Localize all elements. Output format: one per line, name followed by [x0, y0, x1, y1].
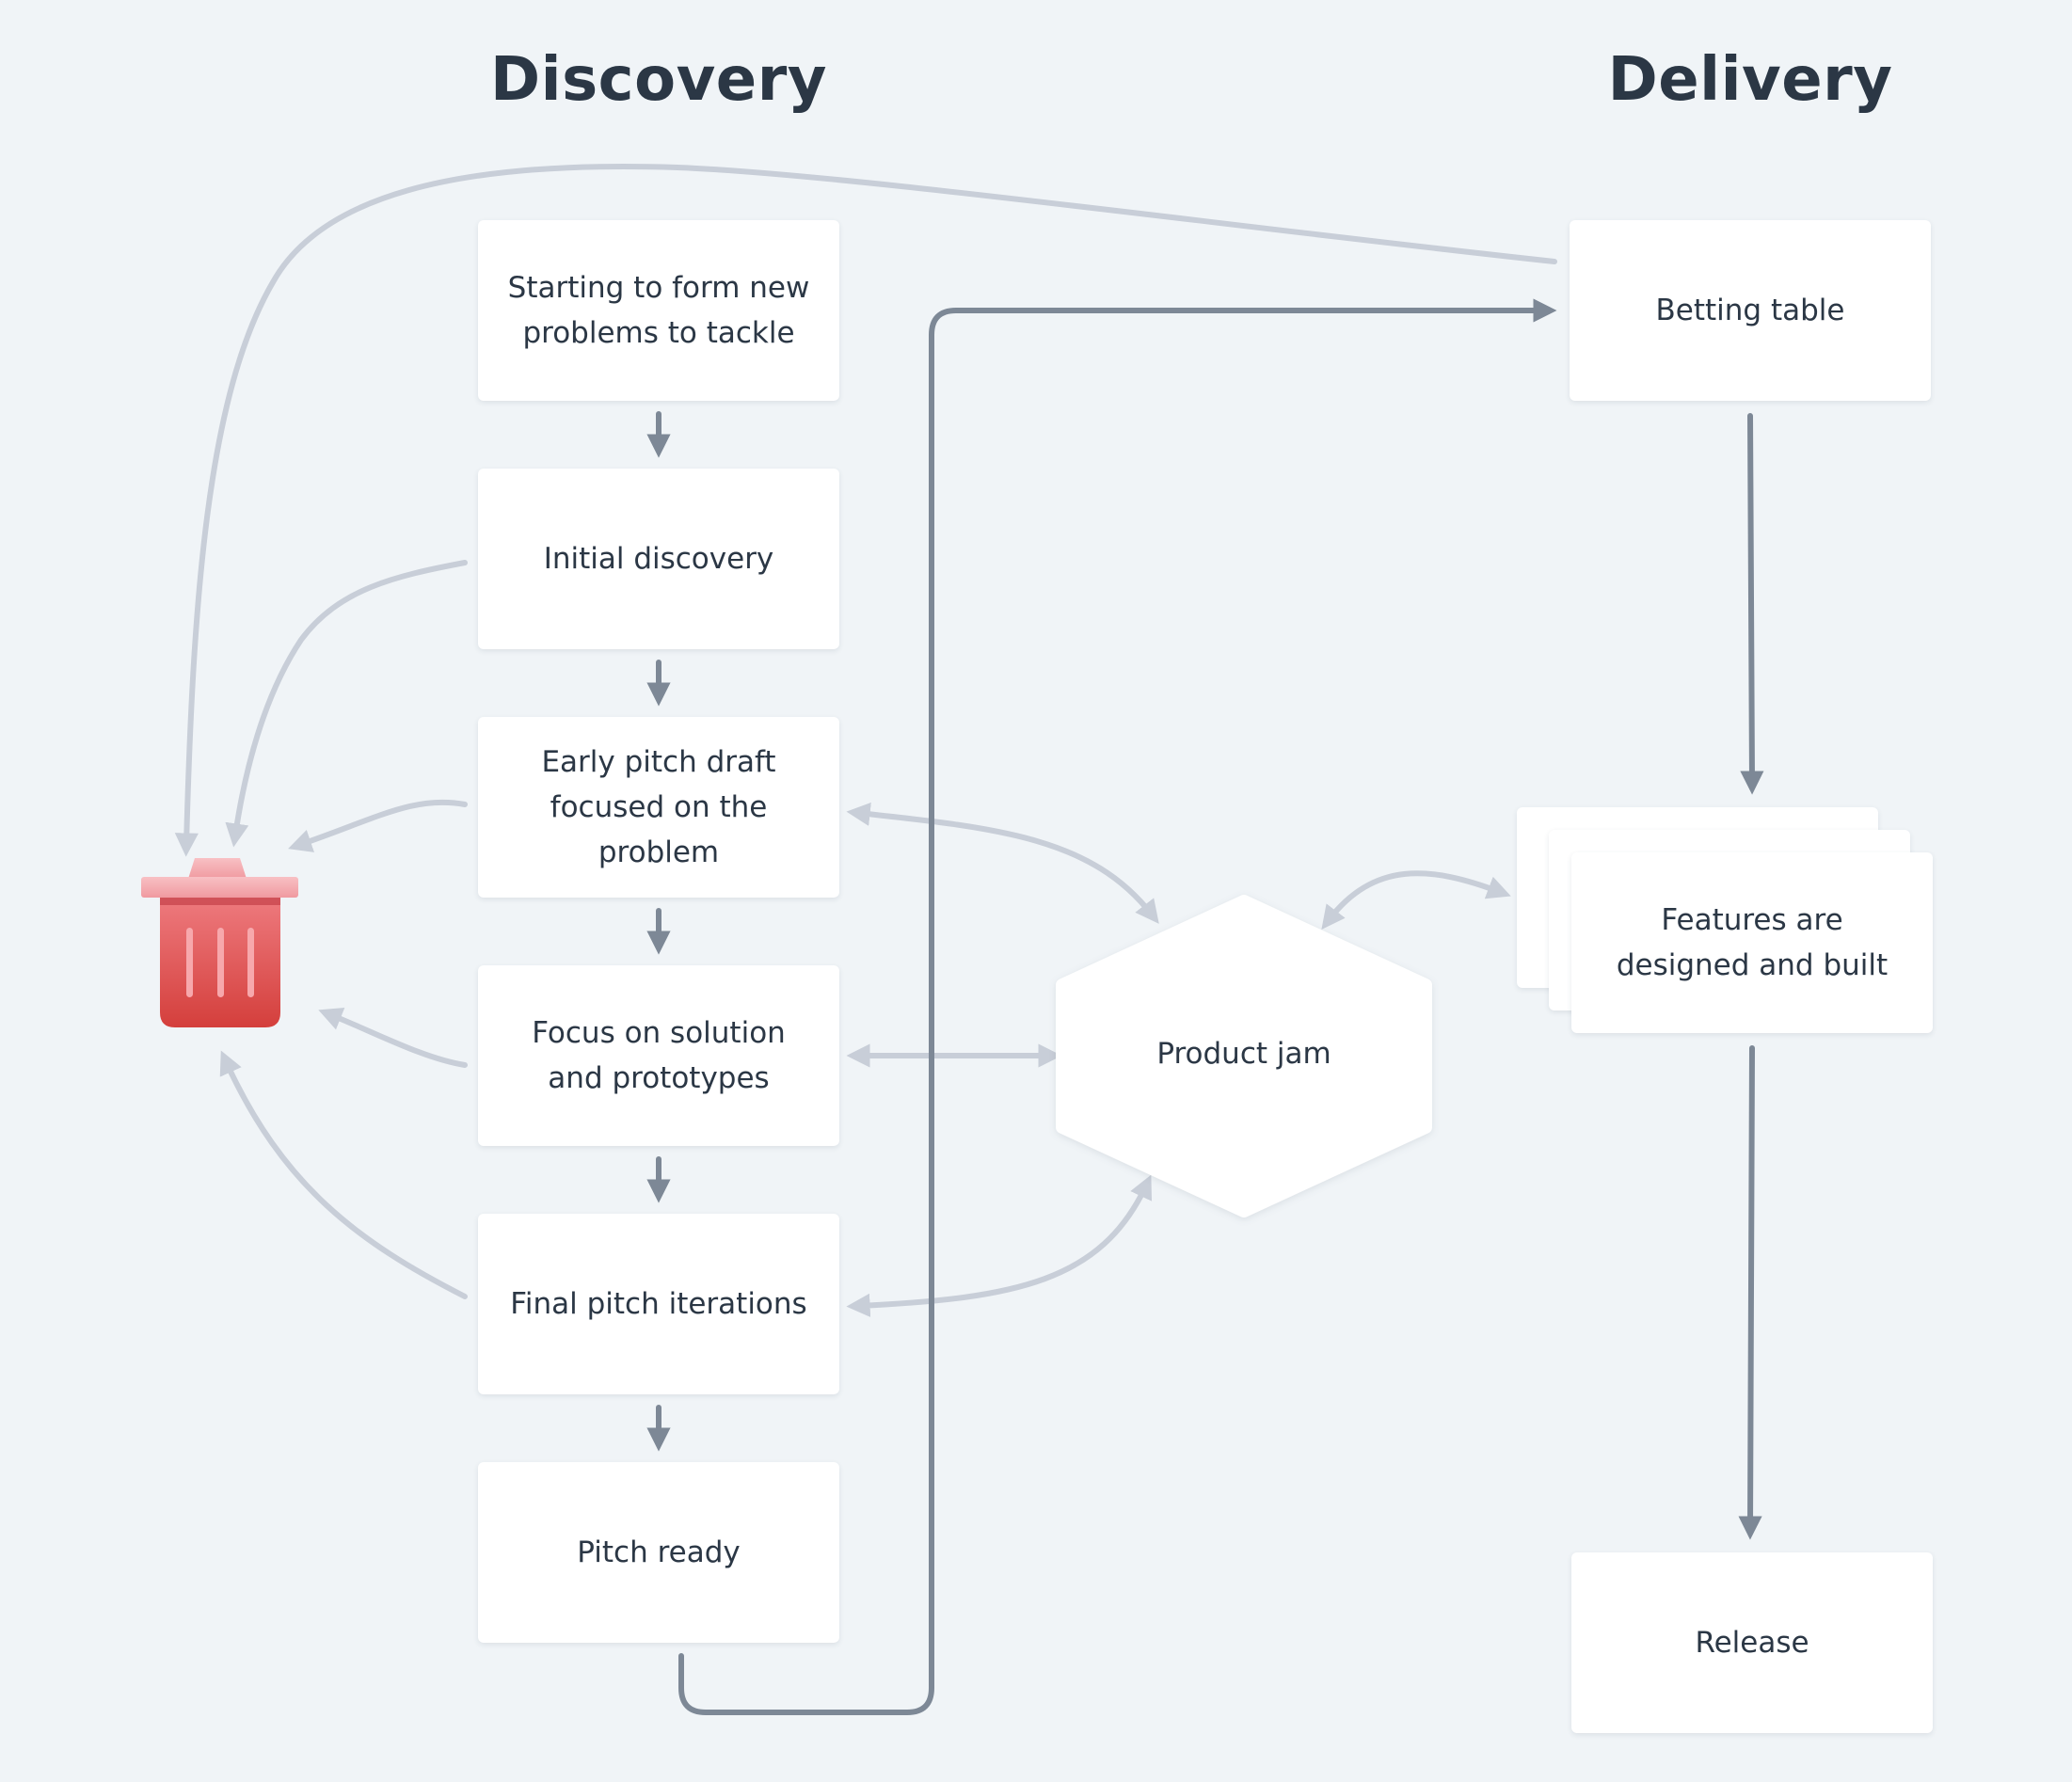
product-jam-hexagon[interactable] [1056, 895, 1432, 1217]
arrow-features-to-release [1738, 1045, 1762, 1540]
delivery-title: Delivery [1607, 45, 1893, 115]
arrow-focus-to-trash [318, 1007, 468, 1068]
arrow-final-jam [846, 1174, 1153, 1317]
arrow-early-jam [846, 802, 1159, 924]
arrow-betting-to-trash [174, 164, 1557, 857]
node-final-pitch-iterations[interactable]: Final pitch iterations [478, 1214, 839, 1394]
arrow-ready-to-betting [678, 298, 1557, 1715]
node-pitch-ready[interactable]: Pitch ready [478, 1462, 839, 1643]
arrow-early-to-trash [288, 799, 468, 852]
discovery-title: Discovery [490, 45, 827, 115]
node-starting-new-problems[interactable]: Starting to form new problems to tackle [478, 220, 839, 401]
product-jam-label: Product jam [1156, 1037, 1331, 1071]
node-features-designed-built[interactable]: Features are designed and built [1571, 852, 1933, 1033]
arrow-final-to-trash [219, 1050, 468, 1299]
node-initial-discovery[interactable]: Initial discovery [478, 469, 839, 649]
node-focus-on-solution[interactable]: Focus on solution and prototypes [478, 965, 839, 1146]
trash-can-icon [141, 858, 298, 1027]
arrow-initial-to-trash [225, 560, 468, 848]
node-release[interactable]: Release [1571, 1552, 1933, 1733]
arrow-betting-to-features [1740, 413, 1764, 795]
node-betting-table[interactable]: Betting table [1570, 220, 1931, 401]
arrow-jam-features [1321, 870, 1511, 931]
node-early-pitch-draft[interactable]: Early pitch draft focused on the problem [478, 717, 839, 898]
